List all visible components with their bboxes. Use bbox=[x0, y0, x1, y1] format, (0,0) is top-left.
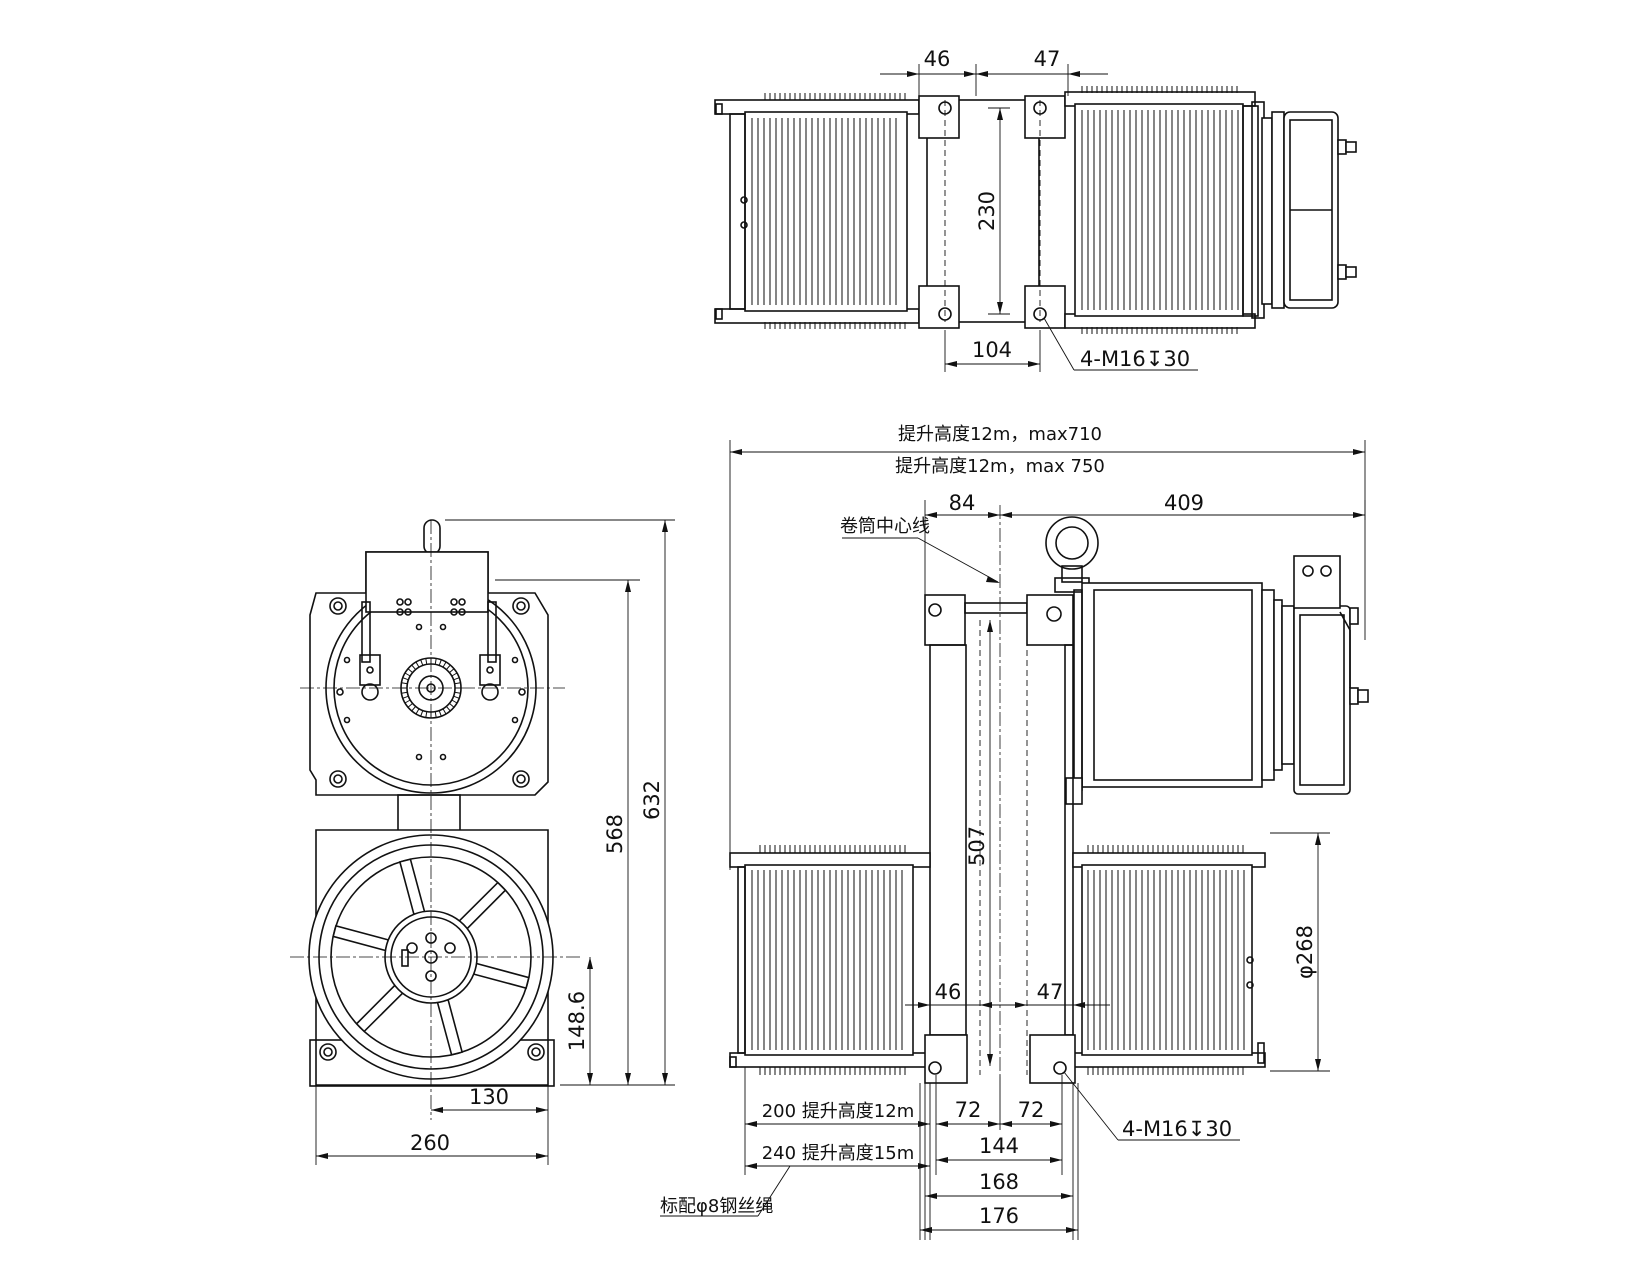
hub-tooth bbox=[451, 672, 458, 677]
hub-tooth bbox=[449, 703, 455, 708]
hub-tooth bbox=[407, 668, 413, 673]
side-lifting-lug bbox=[423, 519, 441, 555]
top-left-drum-teeth bbox=[764, 93, 906, 329]
front-dim-168: 168 bbox=[979, 1170, 1019, 1194]
front-right-drum-teeth bbox=[1087, 845, 1244, 1075]
top-center-frame bbox=[926, 99, 1040, 323]
top-left-drum bbox=[744, 111, 908, 312]
top-right-drum-fins bbox=[1081, 110, 1239, 310]
front-dim-72-left: 72 bbox=[955, 1098, 982, 1122]
top-view: 46 47 230 104 4-M16↧30 bbox=[714, 47, 1357, 372]
top-holes-label: 4-M16↧30 bbox=[1080, 347, 1190, 371]
top-left-drum-fins bbox=[751, 118, 897, 305]
hub-tooth bbox=[446, 664, 451, 670]
hub-tooth bbox=[434, 711, 437, 718]
hub-tooth bbox=[404, 672, 411, 677]
front-overall-dim-2: 提升高度12m，max 750 bbox=[895, 456, 1105, 477]
hub-tooth bbox=[407, 703, 413, 708]
front-left-upper-bracket bbox=[924, 594, 966, 646]
front-dim-47: 47 bbox=[1037, 980, 1064, 1004]
front-right-drum-fins bbox=[1087, 870, 1245, 1050]
front-dim-72-right: 72 bbox=[1018, 1098, 1045, 1122]
hub-tooth bbox=[454, 682, 461, 685]
hub-tooth bbox=[425, 658, 428, 665]
front-left-drum-teeth bbox=[759, 845, 906, 1075]
hub-tooth bbox=[415, 708, 420, 715]
front-left-drum bbox=[744, 864, 914, 1056]
rope-label: 标配φ8钢丝绳 bbox=[660, 1196, 773, 1217]
hub-tooth bbox=[425, 711, 428, 718]
side-dim-260: 260 bbox=[410, 1131, 450, 1155]
hub-tooth bbox=[451, 699, 458, 704]
front-left-drum-fins bbox=[751, 870, 903, 1050]
hub-tooth bbox=[402, 695, 409, 699]
hub-tooth bbox=[453, 695, 460, 699]
hub-tooth bbox=[401, 682, 408, 685]
hub-tooth bbox=[454, 691, 461, 694]
front-dim-176: 176 bbox=[979, 1204, 1019, 1228]
front-left-column bbox=[929, 644, 967, 1036]
hub-tooth bbox=[446, 706, 451, 712]
front-dim-200: 200 提升高度12m bbox=[762, 1101, 915, 1122]
hub-tooth bbox=[404, 699, 411, 704]
top-dim-46: 46 bbox=[924, 47, 951, 71]
hub-tooth bbox=[411, 664, 416, 670]
side-view: 568 632 148.6 130 260 bbox=[290, 519, 675, 1165]
front-upper-shaft bbox=[964, 602, 1028, 614]
front-dim-phi268: φ268 bbox=[1293, 925, 1317, 979]
hub-tooth bbox=[442, 708, 447, 715]
hub-tooth bbox=[438, 710, 442, 717]
front-dim-84: 84 bbox=[949, 491, 976, 515]
front-eye-bolt bbox=[1045, 516, 1099, 570]
hub-tooth bbox=[415, 661, 420, 668]
hub-tooth bbox=[420, 659, 424, 666]
top-dim-104: 104 bbox=[972, 338, 1012, 362]
top-dim-230: 230 bbox=[975, 191, 999, 231]
side-dim-130: 130 bbox=[469, 1085, 509, 1109]
hub-tooth bbox=[401, 691, 408, 694]
hub-tooth bbox=[434, 658, 437, 665]
front-brake-housing bbox=[1293, 605, 1351, 795]
front-right-foot bbox=[1029, 1034, 1076, 1084]
top-right-drum-teeth bbox=[1081, 86, 1238, 334]
side-dim-148-6: 148.6 bbox=[565, 991, 589, 1051]
hub-tooth bbox=[438, 659, 442, 666]
front-overall-dim-1: 提升高度12m，max710 bbox=[898, 424, 1102, 445]
front-holes-label: 4-M16↧30 bbox=[1122, 1117, 1232, 1141]
front-dim-507: 507 bbox=[965, 826, 989, 866]
hub-tooth bbox=[453, 677, 460, 681]
hub-tooth bbox=[420, 710, 424, 717]
top-dim-47: 47 bbox=[1034, 47, 1061, 71]
front-right-column bbox=[1064, 644, 1074, 1036]
hub-tooth bbox=[449, 668, 455, 673]
front-brake-top-block bbox=[1293, 555, 1341, 609]
front-dim-409: 409 bbox=[1164, 491, 1204, 515]
side-dim-568: 568 bbox=[603, 814, 627, 854]
front-left-foot bbox=[924, 1034, 968, 1084]
front-dim-240: 240 提升高度15m bbox=[762, 1143, 915, 1164]
front-right-drum bbox=[1081, 864, 1253, 1056]
front-dim-46: 46 bbox=[935, 980, 962, 1004]
front-motor-body bbox=[1081, 582, 1263, 788]
front-dim-144: 144 bbox=[979, 1134, 1019, 1158]
front-view: 提升高度12m，max710 提升高度12m，max 750 84 409 卷筒… bbox=[660, 424, 1369, 1240]
drum-center-label: 卷筒中心线 bbox=[840, 516, 930, 537]
hub-tooth bbox=[402, 677, 409, 681]
side-dim-632: 632 bbox=[640, 780, 664, 820]
hub-tooth bbox=[442, 661, 447, 668]
hub-tooth bbox=[411, 706, 416, 712]
